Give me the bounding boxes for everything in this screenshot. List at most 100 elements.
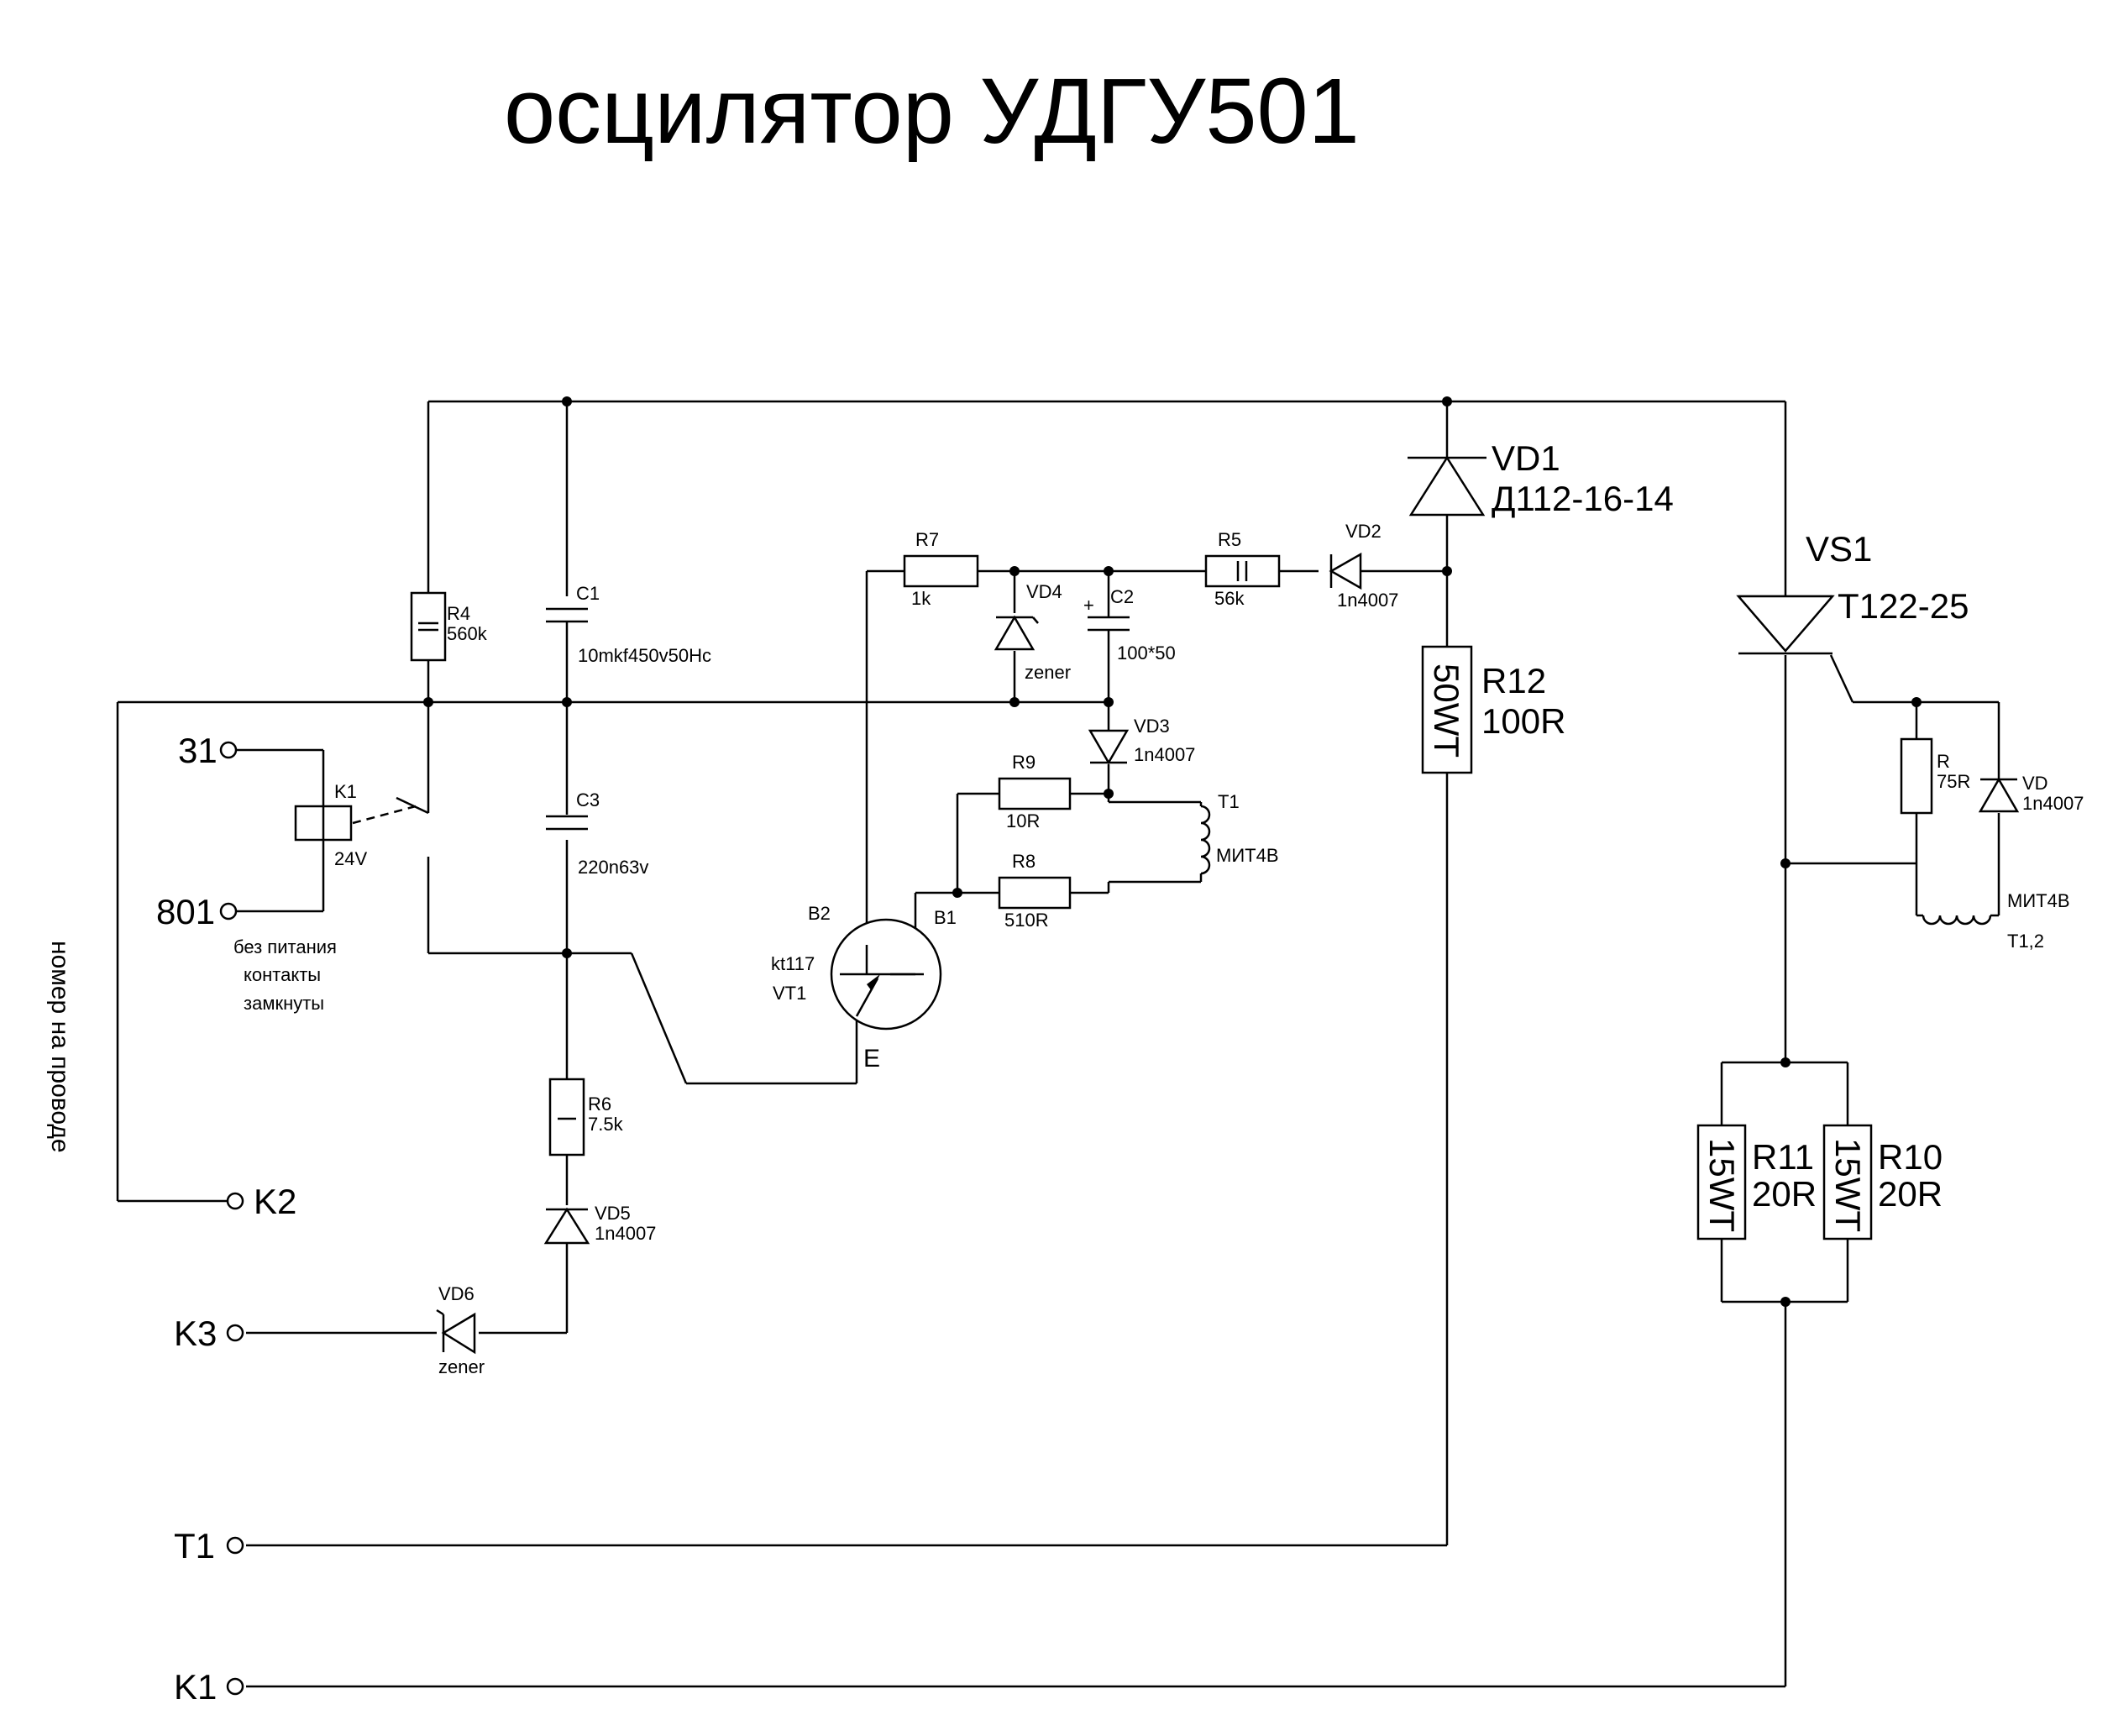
resistor-r6: R6 7.5k: [548, 1078, 624, 1156]
svg-text:R7: R7: [915, 529, 939, 550]
capacitor-c2: + C2 100*50: [1083, 586, 1176, 663]
resistor-r10: 15WT R10 20R: [1822, 1124, 1943, 1240]
resistor-r12: 50WT R12 100R: [1421, 645, 1565, 774]
capacitor-c1: C1 10mkf450v50Hc: [546, 583, 711, 666]
svg-text:K3: K3: [174, 1314, 217, 1353]
resistor-r5: R5 56k: [1204, 529, 1281, 609]
svg-text:kt117: kt117: [771, 953, 815, 974]
svg-text:100R: 100R: [1481, 701, 1565, 741]
svg-text:510R: 510R: [1004, 910, 1049, 931]
svg-text:zener: zener: [1025, 662, 1071, 683]
terminal-k2[interactable]: K2: [226, 1182, 296, 1221]
svg-text:801: 801: [156, 892, 215, 931]
svg-text:50WT: 50WT: [1427, 663, 1466, 758]
svg-text:VD6: VD6: [438, 1283, 475, 1304]
svg-text:Д112-16-14: Д112-16-14: [1492, 479, 1674, 518]
svg-text:24V: 24V: [334, 848, 367, 869]
svg-text:7.5k: 7.5k: [588, 1114, 624, 1135]
svg-text:1n4007: 1n4007: [2022, 793, 2084, 814]
svg-text:R8: R8: [1012, 851, 1036, 872]
svg-text:R11: R11: [1752, 1137, 1814, 1177]
transformer-t1: T1 МИТ4В: [1200, 791, 1279, 875]
terminal-k3[interactable]: K3: [174, 1314, 244, 1353]
diode-vd3: VD3 1n4007: [1088, 716, 1195, 765]
diode-vd-gate: VD 1n4007: [1978, 773, 2084, 814]
svg-text:T122-25: T122-25: [1838, 586, 1969, 626]
svg-text:56k: 56k: [1214, 588, 1245, 609]
wire-number-note: номер на проводе: [46, 941, 74, 1153]
transistor-vt1: B2 B1 E kt117 VT1: [771, 903, 957, 1073]
svg-text:15WT: 15WT: [1702, 1138, 1742, 1232]
svg-text:C3: C3: [576, 789, 600, 810]
capacitor-c3: C3 220n63v: [546, 789, 648, 878]
svg-text:560k: 560k: [447, 623, 488, 644]
svg-text:R12: R12: [1481, 661, 1546, 700]
schematic-title: осцилятор УДГУ501: [504, 60, 1360, 163]
svg-text:VT1: VT1: [773, 983, 806, 1004]
svg-text:VD1: VD1: [1492, 438, 1560, 478]
resistor-r4: R4 560k: [410, 591, 488, 662]
svg-text:75R: 75R: [1937, 771, 1970, 792]
svg-text:+: +: [1083, 595, 1094, 616]
svg-text:T1: T1: [1218, 791, 1240, 812]
svg-text:1n4007: 1n4007: [595, 1223, 656, 1244]
svg-text:R5: R5: [1218, 529, 1241, 550]
zener-vd4: VD4 zener: [994, 581, 1071, 683]
svg-text:без питания: без питания: [233, 936, 337, 957]
wires: [116, 400, 2000, 1688]
svg-text:контакты: контакты: [244, 964, 321, 985]
zener-vd6: VD6 zener: [436, 1283, 485, 1377]
svg-text:VD2: VD2: [1345, 521, 1382, 542]
diode-vd5: VD5 1n4007: [543, 1203, 656, 1245]
svg-text:K2: K2: [254, 1182, 296, 1221]
svg-text:VD: VD: [2022, 773, 2048, 794]
svg-text:T1,2: T1,2: [2007, 931, 2044, 952]
svg-text:1k: 1k: [911, 588, 931, 609]
svg-text:K1: K1: [174, 1667, 217, 1707]
resistor-r11: 15WT R11 20R: [1696, 1124, 1817, 1240]
junctions: [423, 396, 1922, 1307]
thyristor-vs1: VS1 T122-25: [1736, 529, 1969, 655]
transformer-t12: МИТ4В T1,2: [1922, 890, 2070, 952]
resistor-r8: R8 510R: [998, 851, 1072, 931]
svg-text:B1: B1: [934, 907, 957, 928]
svg-text:20R: 20R: [1752, 1174, 1817, 1214]
svg-text:10mkf450v50Hc: 10mkf450v50Hc: [578, 645, 711, 666]
svg-text:T1: T1: [174, 1526, 215, 1566]
svg-text:VD4: VD4: [1026, 581, 1062, 602]
terminal-k1[interactable]: K1: [174, 1667, 244, 1707]
svg-text:R4: R4: [447, 603, 470, 624]
terminal-t1[interactable]: T1: [174, 1526, 244, 1566]
svg-text:zener: zener: [438, 1356, 485, 1377]
svg-text:15WT: 15WT: [1828, 1138, 1868, 1232]
terminal-31[interactable]: 31: [178, 731, 238, 770]
svg-text:VD3: VD3: [1134, 716, 1170, 737]
resistor-r9: R9 10R: [998, 752, 1072, 831]
svg-text:МИТ4В: МИТ4В: [2007, 890, 2070, 911]
svg-text:20R: 20R: [1878, 1174, 1943, 1214]
svg-text:100*50: 100*50: [1117, 642, 1176, 663]
svg-text:VD5: VD5: [595, 1203, 631, 1224]
resistor-r7: R7 1k: [903, 529, 979, 609]
svg-text:R9: R9: [1012, 752, 1036, 773]
svg-text:C1: C1: [576, 583, 600, 604]
svg-text:МИТ4В: МИТ4В: [1216, 845, 1279, 866]
svg-text:R: R: [1937, 751, 1950, 772]
svg-text:K1: K1: [334, 781, 357, 802]
svg-text:E: E: [863, 1045, 880, 1073]
svg-text:R10: R10: [1878, 1137, 1943, 1177]
svg-text:1n4007: 1n4007: [1337, 590, 1398, 611]
diode-vd2: VD2 1n4007: [1329, 521, 1398, 611]
svg-text:C2: C2: [1110, 586, 1134, 607]
relay-k1: K1 24V без питания контакты замкнуты: [233, 781, 367, 1014]
resistor-r-gate: R 75R: [1900, 737, 1970, 815]
diode-vd1: VD1 Д112-16-14: [1408, 438, 1674, 518]
svg-text:VS1: VS1: [1806, 529, 1872, 569]
svg-text:B2: B2: [808, 903, 831, 924]
svg-text:R6: R6: [588, 1094, 611, 1115]
svg-text:1n4007: 1n4007: [1134, 744, 1195, 765]
svg-text:31: 31: [178, 731, 218, 770]
terminal-801[interactable]: 801: [156, 892, 238, 931]
svg-text:220n63v: 220n63v: [578, 857, 648, 878]
